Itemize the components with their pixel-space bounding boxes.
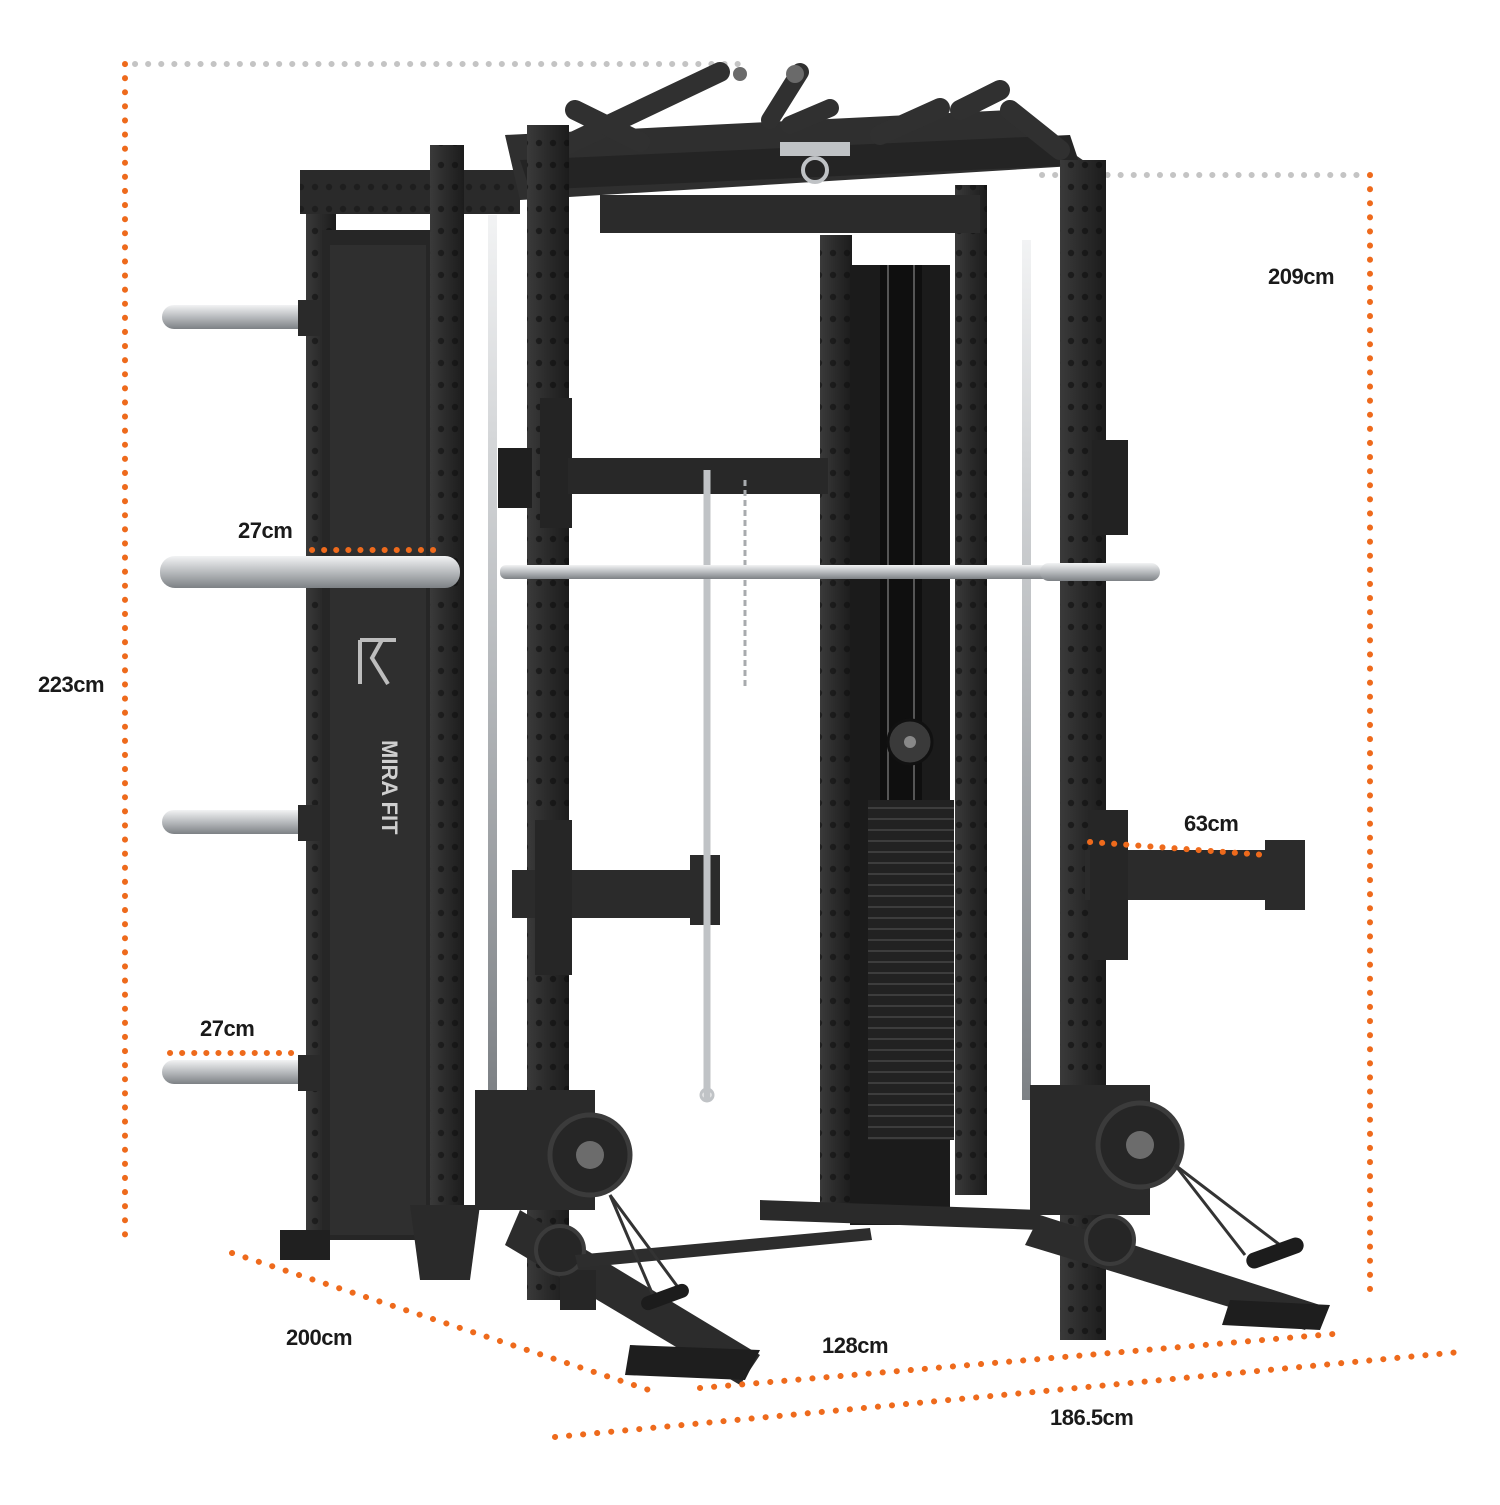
frame-front-left [280,125,760,1385]
base-cross-bar [575,1228,872,1268]
cable-handles [608,1163,1304,1311]
pull-up-bar-assembly [505,62,1090,200]
depth-label: 200cm [286,1325,353,1350]
frame-back-left: MIRA FIT [300,170,520,1240]
frame-back-right [600,185,987,1225]
safety-arm-length-label: 63cm [1184,811,1239,836]
inner-width-label: 128cm [822,1333,889,1358]
storage-horns [160,300,460,1091]
mirafit-logo-icon: MIRA FIT [358,638,402,835]
smith-bar [500,563,1160,581]
depth-200-line [229,1250,658,1395]
total-height-label: 223cm [38,672,105,697]
safety-arm-63-line [1087,839,1268,858]
width-128-line [697,1330,1348,1391]
horn-length-upper-label: 27cm [238,518,293,543]
total-width-label: 186.5cm [1050,1405,1134,1430]
horn-length-lower-label: 27cm [200,1016,255,1041]
centre-attachments [568,458,828,1103]
svg-text:MIRA FIT: MIRA FIT [377,740,402,835]
rear-height-label: 209cm [1268,264,1335,289]
dimension-lines [122,61,1463,1440]
frame-front-right [760,160,1330,1340]
